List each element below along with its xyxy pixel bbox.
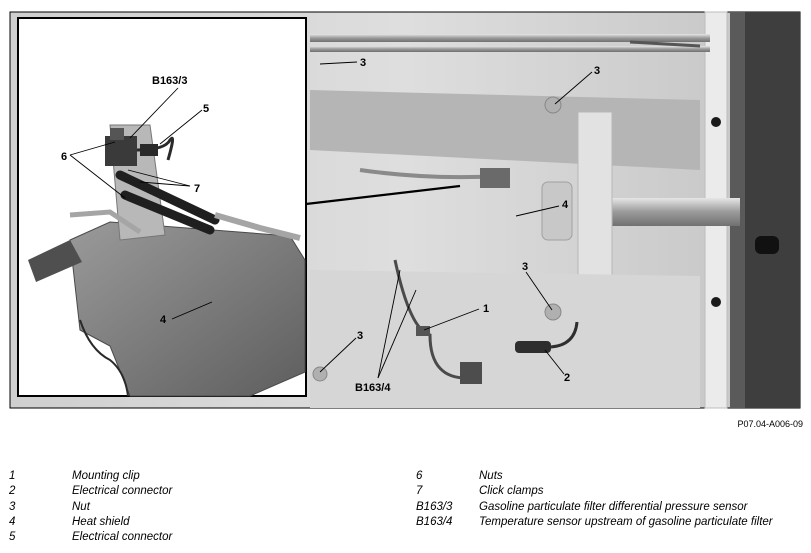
legend-desc: Heat shield xyxy=(72,515,130,528)
legend-desc: Temperature sensor upstream of gasoline … xyxy=(479,515,773,528)
legend-code: 6 xyxy=(416,470,423,482)
callout-7-inset: 7 xyxy=(194,183,200,195)
legend-desc: Mounting clip xyxy=(72,470,140,482)
legend-code: 3 xyxy=(9,500,16,513)
legend-desc: Click clamps xyxy=(479,485,544,498)
legend-row: 6 Nuts xyxy=(416,469,773,484)
callout-b163-3: B163/3 xyxy=(152,75,187,87)
legend-code: 4 xyxy=(9,515,16,528)
callout-3-top: 3 xyxy=(594,65,600,77)
legend-row: B163/4 Temperature sensor upstream of gas… xyxy=(416,515,773,530)
legend-row: 4 Heat shield xyxy=(9,515,172,530)
callout-6-inset: 6 xyxy=(61,151,67,163)
figure-id: P07.04-A006-09 xyxy=(737,419,803,429)
legend-desc: Nut xyxy=(72,500,90,513)
callout-5-inset: 5 xyxy=(203,103,209,115)
legend-row: 2 Electrical connector xyxy=(9,484,172,499)
inset-leader-line xyxy=(305,184,461,206)
legend-code: 1 xyxy=(9,470,16,482)
legend-desc: Electrical connector xyxy=(72,531,173,544)
legend-desc: Gasoline particulate filter differential… xyxy=(479,500,748,513)
legend-code: 2 xyxy=(9,485,16,498)
legend-code: 7 xyxy=(416,485,423,498)
callout-3-topleft: 3 xyxy=(360,57,366,69)
callout-leaders xyxy=(69,61,593,379)
callout-2: 2 xyxy=(564,372,570,384)
legend-row: B163/3 Gasoline particulate filter differ… xyxy=(416,500,773,515)
legend-desc: Electrical connector xyxy=(72,485,173,498)
legend-row: 3 Nut xyxy=(9,500,172,515)
legend-code: B163/3 xyxy=(416,500,453,513)
callout-b163-4: B163/4 xyxy=(355,382,391,394)
legend-code: B163/4 xyxy=(416,515,453,528)
callout-1: 1 xyxy=(483,303,489,315)
legend-right: 6 Nuts 7 Click clamps B163/3 Gasoline parti… xyxy=(416,469,773,530)
legend-row: 1 Mounting clip xyxy=(9,469,172,484)
component-diagram: B163/3 5 6 7 4 3 3 4 3 1 3 B163/4 2 xyxy=(9,11,801,409)
callout-3-mid: 3 xyxy=(522,261,528,273)
legend-code: 5 xyxy=(9,531,16,544)
legend-row: 7 Click clamps xyxy=(416,484,773,499)
inset-view xyxy=(17,17,307,397)
legend-desc: Nuts xyxy=(479,470,503,482)
callout-4-inset: 4 xyxy=(160,314,167,326)
legend-row: 5 Electrical connector xyxy=(9,530,172,545)
callout-3-bottom: 3 xyxy=(357,330,363,342)
callout-4-main: 4 xyxy=(562,199,569,211)
